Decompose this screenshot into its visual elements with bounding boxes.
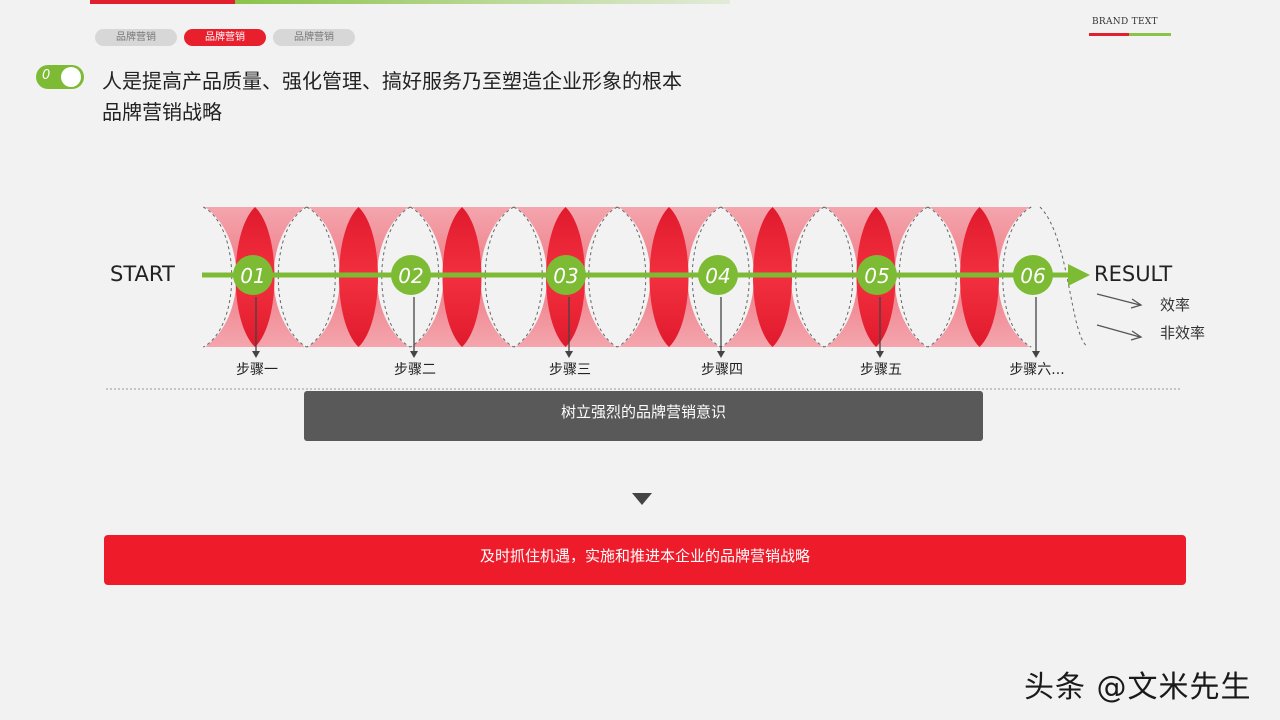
step-number-06: 06	[1020, 264, 1045, 288]
step-label-02: 步骤二	[394, 362, 436, 378]
brand-text: BRAND TEXT	[1092, 17, 1158, 27]
dashed-outline-end	[1039, 206, 1089, 348]
result-label: RESULT	[1094, 262, 1172, 286]
toggle-label: 0	[42, 68, 51, 83]
down-arrow-icon	[632, 493, 652, 505]
step-number-01: 01	[240, 264, 265, 288]
step-number-05: 05	[864, 264, 889, 288]
strategy-bar: 及时抓住机遇，实施和推进本企业的品牌营销战略	[104, 535, 1186, 585]
step-circle-02	[391, 255, 431, 295]
page-heading: 人是提高产品质量、强化管理、搞好服务乃至塑造企业形象的根本 品牌营销战略	[102, 66, 682, 128]
step-label-01: 步骤一	[236, 362, 278, 378]
step-circle-04	[698, 255, 738, 295]
step-label-03: 步骤三	[549, 362, 591, 378]
heading-line-2: 品牌营销战略	[102, 100, 222, 124]
step-circle-06	[1013, 255, 1053, 295]
result-item-efficiency: 效率	[1160, 296, 1190, 314]
step-pointer-arrow-icon	[876, 351, 884, 358]
watermark: 头条 @文米先生	[1024, 670, 1252, 705]
step-circle-03	[546, 255, 586, 295]
step-label-06: 步骤六...	[1009, 362, 1064, 378]
process-arrowhead-icon	[1068, 264, 1090, 286]
step-markers: 01 步骤一 02 步骤二 03 步骤三 04 步骤四 05 步骤五 06 步骤六...	[233, 255, 1065, 378]
result-item-inefficiency: 非效率	[1160, 324, 1205, 342]
result-arrow-inefficiency	[1096, 324, 1143, 341]
toggle-switch[interactable]: 0	[36, 65, 84, 89]
step-circle-05	[857, 255, 897, 295]
tab-1[interactable]: 品牌营销	[95, 29, 177, 46]
step-pointer-arrow-icon	[1032, 351, 1040, 358]
tab-3[interactable]: 品牌营销	[273, 29, 355, 46]
step-pointer-arrow-icon	[565, 351, 573, 358]
wave-shapes	[202, 206, 1090, 348]
heading-line-1: 人是提高产品质量、强化管理、搞好服务乃至塑造企业形象的根本	[102, 69, 682, 93]
result-arrow-efficiency	[1096, 293, 1143, 309]
step-circle-01	[233, 255, 273, 295]
awareness-bar: 树立强烈的品牌营销意识	[304, 391, 983, 441]
step-number-02: 02	[398, 264, 423, 288]
tab-2-active[interactable]: 品牌营销	[184, 29, 266, 46]
step-label-04: 步骤四	[701, 362, 743, 378]
step-pointer-arrow-icon	[410, 351, 418, 358]
start-label: START	[110, 262, 175, 286]
step-number-03: 03	[553, 264, 578, 288]
brand-underline	[1089, 33, 1171, 36]
step-number-04: 04	[705, 264, 730, 288]
step-pointer-arrow-icon	[717, 351, 725, 358]
step-label-05: 步骤五	[860, 362, 902, 378]
top-accent-line	[90, 0, 730, 4]
step-pointer-arrow-icon	[252, 351, 260, 358]
toggle-knob	[61, 67, 81, 87]
